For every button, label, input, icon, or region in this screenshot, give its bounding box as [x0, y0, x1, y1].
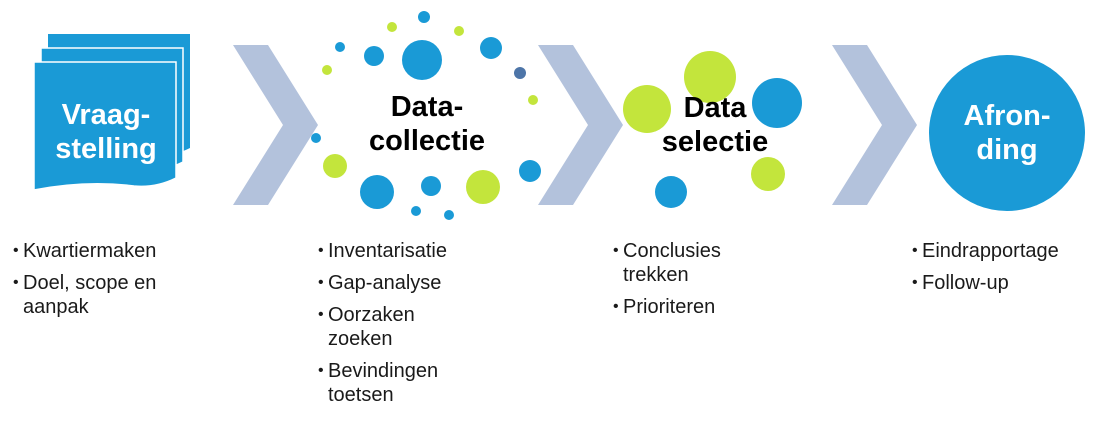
dot: [311, 133, 321, 143]
dot: [387, 22, 397, 32]
dot: [480, 37, 502, 59]
stage-1-bullet-list: Kwartiermaken Doel, scope en aanpak: [13, 239, 223, 327]
document-stack-icon: [33, 34, 190, 191]
stage-3-bullet-list: Conclusies trekken Prioriteren: [613, 239, 803, 327]
chevron-arrow-2: [538, 45, 623, 205]
stage-1-title: Vraag- stelling: [55, 99, 157, 165]
dot: [402, 40, 442, 80]
dot: [364, 46, 384, 66]
bullet-item: Gap-analyse: [318, 271, 508, 295]
chevron-arrow-3: [832, 45, 917, 205]
dot: [623, 85, 671, 133]
stage-2-bullet-list: Inventarisatie Gap-analyse Oorzaken zoek…: [318, 239, 508, 415]
bullet-item: Follow-up: [912, 271, 1112, 295]
dot: [514, 67, 526, 79]
bullet-item: Doel, scope en aanpak: [13, 271, 203, 319]
bullet-item: Inventarisatie: [318, 239, 508, 263]
dot: [322, 65, 332, 75]
bullet-item: Bevindingen toetsen: [318, 359, 488, 407]
dot: [752, 78, 802, 128]
bullet-item: Prioriteren: [613, 295, 803, 319]
dot: [454, 26, 464, 36]
bullet-item: Conclusies trekken: [613, 239, 763, 287]
dot: [684, 51, 736, 103]
bullet-item: Eindrapportage: [912, 239, 1112, 263]
dot: [466, 170, 500, 204]
chevron-arrow-1: [233, 45, 318, 205]
dot: [411, 206, 421, 216]
stage-2-title: Data- collectie: [368, 91, 486, 157]
dot: [421, 176, 441, 196]
dot: [444, 210, 454, 220]
stage-4-bullet-list: Eindrapportage Follow-up: [912, 239, 1112, 303]
stage-3-title: Data selectie: [661, 92, 769, 158]
bullet-item: Oorzaken zoeken: [318, 303, 433, 351]
selected-dots-icon: [623, 51, 802, 208]
dot: [519, 160, 541, 182]
dot: [335, 42, 345, 52]
bullet-item: Kwartiermaken: [13, 239, 223, 263]
dot: [655, 176, 687, 208]
dot: [360, 175, 394, 209]
dot: [751, 157, 785, 191]
dot-cluster-icon: [311, 11, 541, 220]
dot: [323, 154, 347, 178]
document-sheet-front: [33, 61, 177, 191]
dot: [528, 95, 538, 105]
dot: [418, 11, 430, 23]
circle-icon: [929, 55, 1085, 211]
stage-4-title: Afron- ding: [963, 100, 1051, 166]
